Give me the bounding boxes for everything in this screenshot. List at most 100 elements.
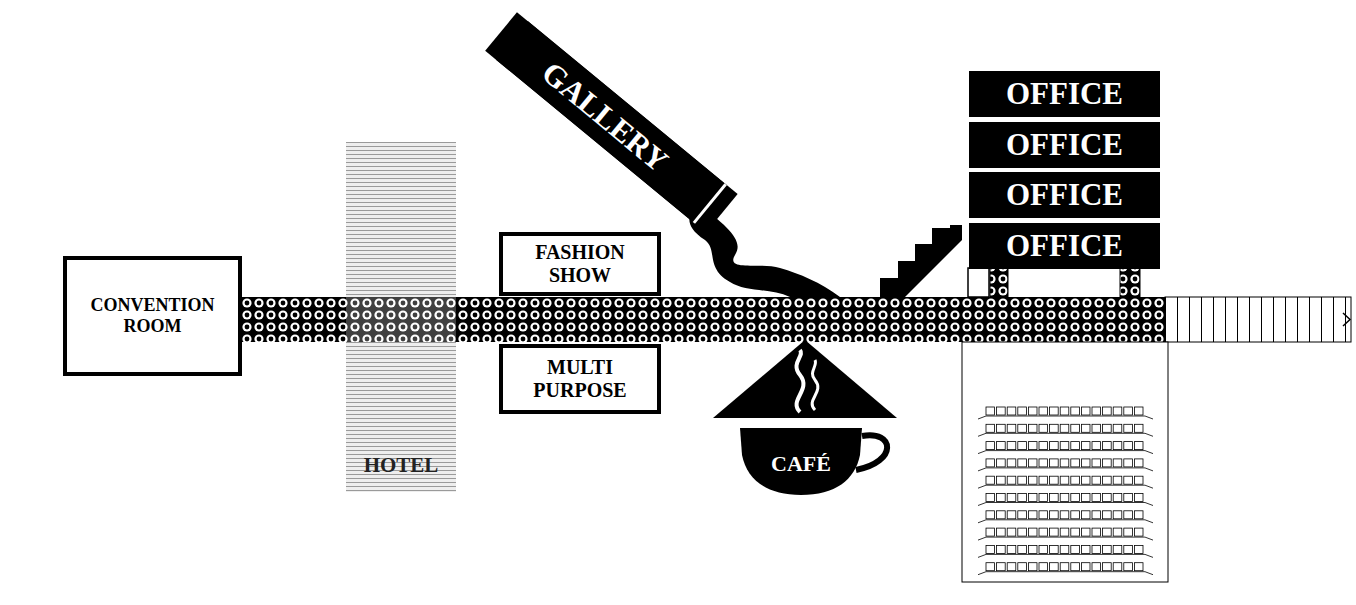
seat: [1081, 528, 1090, 536]
node-label: FASHION SHOW: [509, 241, 651, 287]
seat: [1060, 545, 1069, 553]
seat: [1103, 563, 1112, 571]
seat: [1007, 407, 1016, 415]
seat: [1039, 545, 1048, 553]
node-label: CONVENTION ROOM: [75, 295, 230, 336]
seat: [1092, 494, 1101, 502]
node-label: OFFICE: [1006, 228, 1123, 264]
seat: [1028, 407, 1037, 415]
seat: [1018, 545, 1027, 553]
auditorium-seats: [978, 407, 1153, 575]
seat: [1007, 424, 1016, 432]
seat: [1124, 476, 1133, 484]
steam: [796, 350, 803, 412]
seat: [1124, 563, 1133, 571]
node-label: OFFICE: [1006, 76, 1123, 112]
seat: [1092, 424, 1101, 432]
seat: [1081, 407, 1090, 415]
seat: [1081, 476, 1090, 484]
seat: [1050, 545, 1059, 553]
seat: [1028, 424, 1037, 432]
stairs: [880, 225, 962, 297]
seat: [1113, 563, 1122, 571]
seat: [1081, 442, 1090, 450]
seat: [997, 545, 1006, 553]
seat: [1060, 476, 1069, 484]
seat-row: [978, 485, 1153, 488]
seat: [986, 407, 995, 415]
seat: [1103, 511, 1112, 519]
seat: [1071, 459, 1080, 467]
seat: [997, 424, 1006, 432]
seat: [1028, 563, 1037, 571]
seat-row: [978, 416, 1153, 419]
seat: [1071, 476, 1080, 484]
seat: [1113, 528, 1122, 536]
seat: [1060, 459, 1069, 467]
seat: [1124, 407, 1133, 415]
seat: [1071, 563, 1080, 571]
seat: [1092, 442, 1101, 450]
seat: [1060, 424, 1069, 432]
seat-row: [978, 503, 1153, 506]
seat: [1124, 494, 1133, 502]
seat: [1039, 494, 1048, 502]
hotel-label-box: HOTEL: [346, 440, 456, 490]
room-box: MULTI PURPOSE: [499, 344, 661, 414]
seat: [1050, 494, 1059, 502]
seat: [1018, 459, 1027, 467]
seat: [1007, 511, 1016, 519]
seat: [1113, 545, 1122, 553]
seat: [1050, 442, 1059, 450]
seat: [1134, 511, 1143, 519]
seat: [1007, 442, 1016, 450]
office-leg: [968, 268, 989, 297]
seat: [997, 528, 1006, 536]
room-box: FASHION SHOW: [499, 232, 661, 296]
seat: [1028, 442, 1037, 450]
seat-row: [978, 537, 1153, 540]
seat: [1103, 476, 1112, 484]
seat: [1134, 407, 1143, 415]
seat: [1071, 545, 1080, 553]
gallery-tail: [689, 205, 840, 297]
seat: [1018, 511, 1027, 519]
seat: [1007, 563, 1016, 571]
seat: [1081, 511, 1090, 519]
seat: [1028, 545, 1037, 553]
seat: [986, 476, 995, 484]
node-label: CAFÉ: [771, 451, 831, 476]
seat: [1134, 545, 1143, 553]
seat: [986, 494, 995, 502]
seat: [1060, 563, 1069, 571]
cafe-cup: [740, 428, 862, 495]
seat: [1081, 563, 1090, 571]
seat: [1103, 424, 1112, 432]
seat: [1081, 459, 1090, 467]
seat: [1113, 442, 1122, 450]
seat: [1039, 511, 1048, 519]
seat: [1007, 528, 1016, 536]
seat: [1134, 442, 1143, 450]
seat: [1060, 528, 1069, 536]
seat: [1113, 511, 1122, 519]
seat-row: [978, 468, 1153, 471]
seat: [986, 442, 995, 450]
node-label: OFFICE: [1006, 127, 1123, 163]
seat: [1050, 476, 1059, 484]
node-label: HOTEL: [364, 453, 439, 477]
seat-row: [978, 520, 1153, 523]
seat: [986, 511, 995, 519]
seat: [997, 494, 1006, 502]
hotel-band: [346, 142, 456, 492]
seat: [1050, 563, 1059, 571]
seat: [1092, 528, 1101, 536]
hotel-overlap: [346, 297, 456, 342]
seat: [1103, 407, 1112, 415]
node-label: MULTI PURPOSE: [509, 356, 651, 402]
seat: [1103, 545, 1112, 553]
node-label: GALLERY: [535, 55, 675, 179]
seat: [1018, 407, 1027, 415]
seat: [1134, 459, 1143, 467]
seat: [1092, 511, 1101, 519]
